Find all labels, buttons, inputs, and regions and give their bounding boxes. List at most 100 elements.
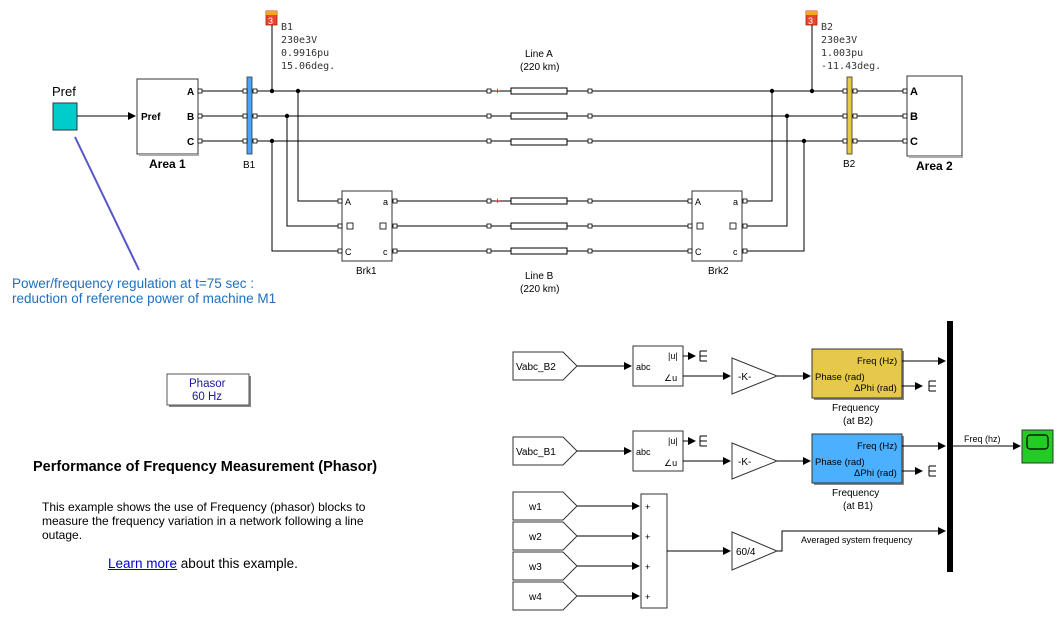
brk2-block[interactable]	[691, 190, 743, 262]
area2-name: Area 2	[916, 159, 953, 173]
svg-text:60/4: 60/4	[736, 547, 756, 558]
bus-b2[interactable]	[846, 76, 853, 155]
learn-more-link[interactable]: Learn more	[108, 556, 178, 571]
terminator-icon	[928, 465, 936, 477]
svg-text:ΔPhi (rad): ΔPhi (rad)	[854, 383, 897, 394]
line-b-label: Line B	[525, 271, 554, 282]
line-a-wires	[252, 90, 847, 142]
sum-block[interactable]	[640, 493, 668, 609]
freq-b1-label2: (at B1)	[843, 501, 873, 512]
pref-block[interactable]	[52, 102, 78, 131]
svg-text:+: +	[495, 196, 500, 206]
brk2-label: Brk2	[708, 266, 729, 277]
cplx-b2-block[interactable]	[632, 345, 684, 387]
area2-port-a: A	[910, 86, 918, 98]
freq-b1-block[interactable]	[811, 433, 903, 484]
svg-text:Freq (Hz): Freq (Hz)	[857, 356, 897, 367]
powergui-block[interactable]	[166, 373, 250, 406]
area1-port-c: C	[187, 137, 194, 148]
line-b-length: (220 km)	[520, 284, 559, 295]
port-markers	[197, 88, 908, 254]
line-a-length: (220 km)	[520, 62, 559, 73]
svg-text:|u|: |u|	[668, 351, 678, 361]
bus-b1[interactable]	[246, 76, 253, 155]
brk1-port-c-out: c	[383, 247, 388, 257]
freq-b2-label2: (at B2)	[843, 416, 873, 427]
terminator-icon	[928, 380, 936, 392]
bus-b2-label: B2	[843, 159, 856, 170]
brk1-port-c: C	[345, 247, 352, 257]
svg-text:|u|: |u|	[668, 436, 678, 446]
freq-signal-label: Freq (hz)	[964, 434, 1001, 444]
powergui-line1: Phasor	[189, 378, 226, 390]
from-w4[interactable]	[512, 581, 578, 611]
avg-gain[interactable]	[731, 531, 779, 571]
b1-measure-pu: 0.9916pu	[281, 48, 329, 59]
svg-text:+: +	[645, 532, 650, 542]
terminator-icon	[699, 350, 707, 362]
from-vabc-b2-label: Vabc_B2	[516, 362, 556, 373]
from-vabc-b2[interactable]	[512, 351, 578, 381]
area1-to-b1-wires	[198, 90, 247, 142]
freq-b2-block[interactable]	[811, 348, 903, 399]
annotation-text: Power/frequency regulation at t=75 sec :…	[12, 276, 332, 306]
svg-text:Phase (rad): Phase (rad)	[815, 372, 865, 383]
svg-text:3: 3	[808, 16, 813, 26]
area1-port-b: B	[187, 112, 194, 123]
mux-block[interactable]	[947, 321, 953, 572]
svg-text:∠u: ∠u	[664, 373, 677, 383]
brk1-block[interactable]	[341, 190, 393, 262]
svg-text:+: +	[645, 562, 650, 572]
svg-text:w2: w2	[528, 532, 542, 543]
brk2-port-c-out: c	[733, 247, 738, 257]
line-b-block[interactable]	[510, 197, 568, 255]
area2-port-c: C	[910, 136, 918, 148]
b1-measure-voltage: 230e3V	[281, 35, 317, 46]
brk2-port-a: A	[695, 197, 701, 207]
svg-text:w4: w4	[528, 592, 542, 603]
line-a-label: Line A	[525, 49, 553, 60]
powergui-line2: 60 Hz	[192, 391, 222, 403]
terminator-icon	[699, 435, 707, 447]
learn-more-rest: about this example.	[177, 556, 298, 571]
svg-text:+: +	[645, 592, 650, 602]
svg-text:+: +	[645, 502, 650, 512]
svg-text:Freq (Hz): Freq (Hz)	[857, 441, 897, 452]
svg-text:Phase (rad): Phase (rad)	[815, 457, 865, 468]
b2-measure-voltage: 230e3V	[821, 35, 857, 46]
gain-b2[interactable]	[731, 357, 779, 395]
brk1-label: Brk1	[356, 266, 377, 277]
page-title: Performance of Frequency Measurement (Ph…	[33, 459, 378, 475]
area2-block[interactable]	[906, 75, 963, 157]
svg-text:w3: w3	[528, 562, 542, 573]
description: This example shows the use of Frequency …	[42, 500, 366, 542]
b1-measure-name: B1	[281, 22, 293, 33]
annotation-pointer	[74, 136, 140, 271]
b1-branch-wires	[271, 91, 342, 252]
area1-port-pref: Pref	[141, 112, 161, 123]
svg-text:abc: abc	[636, 362, 651, 372]
from-w1[interactable]	[512, 491, 578, 521]
area1-block[interactable]	[136, 78, 199, 155]
cplx-b1-block[interactable]	[632, 430, 684, 472]
brk1-port-a-out: a	[383, 197, 388, 207]
brk2-port-c: C	[695, 247, 702, 257]
line-a-block[interactable]	[510, 87, 568, 146]
b2-to-area2-wires	[852, 90, 907, 142]
from-vabc-b1[interactable]	[512, 436, 578, 466]
bus-b1-label: B1	[243, 160, 256, 171]
svg-text:+: +	[495, 86, 500, 96]
b1-measure-angle: 15.06deg.	[281, 61, 335, 72]
svg-text:3: 3	[268, 16, 273, 26]
svg-text:w1: w1	[528, 502, 542, 513]
gain-b1[interactable]	[731, 442, 779, 480]
b2-branch-wires	[742, 91, 805, 252]
from-vabc-b1-label: Vabc_B1	[516, 447, 556, 458]
from-w2[interactable]	[512, 521, 578, 551]
freq-b2-label1: Frequency	[832, 403, 879, 414]
svg-text:-K-: -K-	[738, 457, 751, 468]
svg-text:-K-: -K-	[738, 372, 751, 383]
from-w3[interactable]	[512, 551, 578, 581]
area1-name: Area 1	[149, 157, 186, 171]
